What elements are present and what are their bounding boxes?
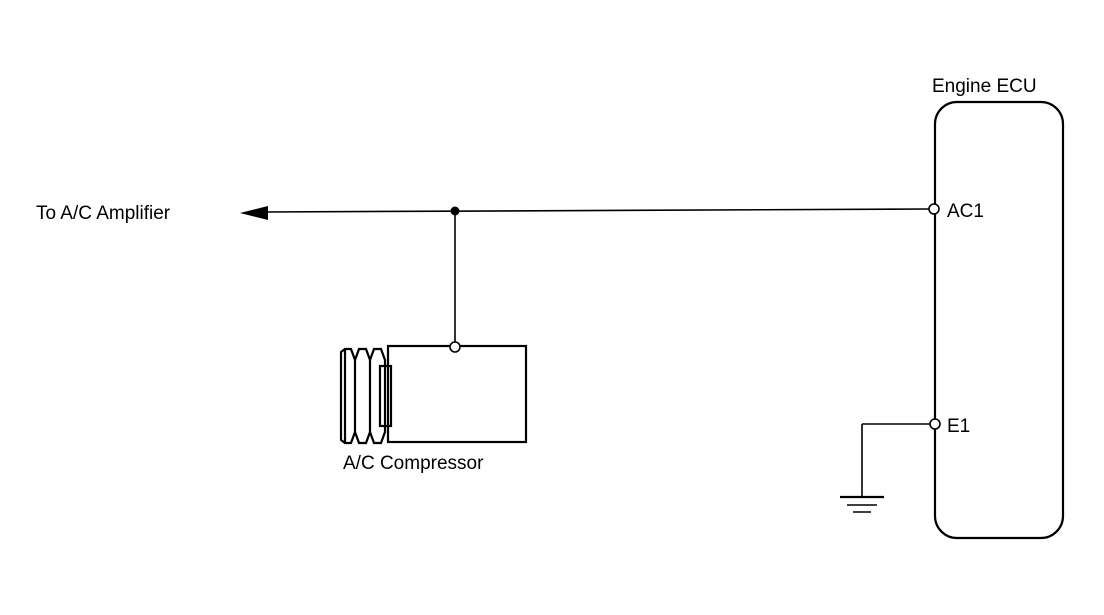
e1-terminal-label: E1	[947, 416, 970, 437]
compressor-terminal	[449, 341, 461, 353]
amplifier-label: To A/C Amplifier	[36, 203, 171, 224]
engine-ecu-box	[933, 100, 1065, 540]
amplifier-arrow-icon	[240, 206, 268, 220]
e1-terminal	[929, 418, 941, 430]
ground-icon	[840, 495, 884, 513]
compressor-label: A/C Compressor	[343, 453, 484, 474]
ecu-title: Engine ECU	[932, 76, 1037, 97]
ac1-terminal	[928, 203, 940, 215]
ac-compressor-icon	[339, 344, 528, 445]
ac1-signal-wire	[261, 208, 930, 213]
ac1-terminal-label: AC1	[947, 201, 984, 222]
